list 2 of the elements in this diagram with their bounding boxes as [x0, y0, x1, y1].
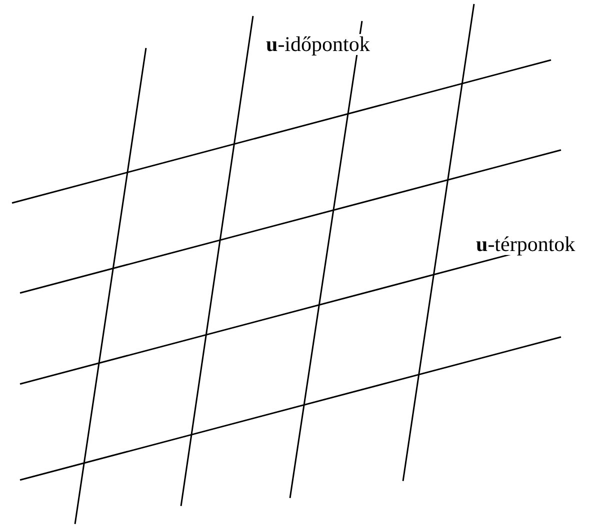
axis-label: u-térpontok — [475, 234, 576, 255]
axis-label: u-időpontok — [265, 34, 371, 55]
